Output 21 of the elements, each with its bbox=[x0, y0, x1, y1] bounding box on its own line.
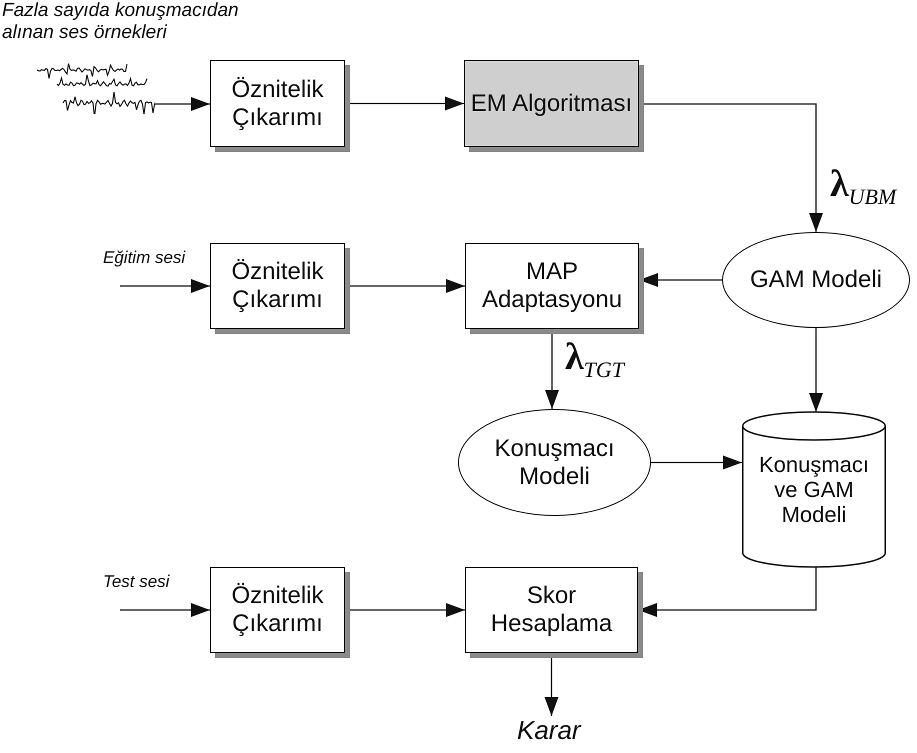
arrow bbox=[155, 97, 210, 111]
box-label: Öznitelik Çıkarımı bbox=[230, 258, 325, 314]
box-label: Skor Hesaplama bbox=[490, 582, 614, 638]
edge-label: λ$_{UBM}$ bbox=[830, 165, 896, 208]
caption-text: Fazla sayıda konuşmacıdan alınan ses örnekleri bbox=[2, 0, 240, 44]
box-label: GAM Modeli bbox=[750, 266, 882, 294]
arrow bbox=[120, 279, 210, 293]
edge-label: λ$_{TGT}$ bbox=[565, 338, 624, 381]
box-label: Konuşmacı ve GAM Modeli bbox=[758, 452, 870, 528]
arrow bbox=[809, 328, 823, 412]
database-cylinder bbox=[742, 412, 886, 567]
box-label: EM Algoritması bbox=[470, 90, 632, 118]
io-label: Eğitim sesi bbox=[103, 248, 203, 286]
io-label: Test sesi bbox=[103, 572, 193, 610]
box-label: Konuşmacı Modeli bbox=[493, 434, 616, 490]
box-label: Öznitelik Çıkarımı bbox=[230, 582, 325, 638]
box-label: MAP Adaptasyonu bbox=[480, 258, 624, 314]
arrow bbox=[651, 456, 742, 470]
arrow bbox=[120, 603, 210, 617]
io-label: Karar bbox=[517, 716, 587, 746]
box-label: Öznitelik Çıkarımı bbox=[230, 76, 325, 132]
